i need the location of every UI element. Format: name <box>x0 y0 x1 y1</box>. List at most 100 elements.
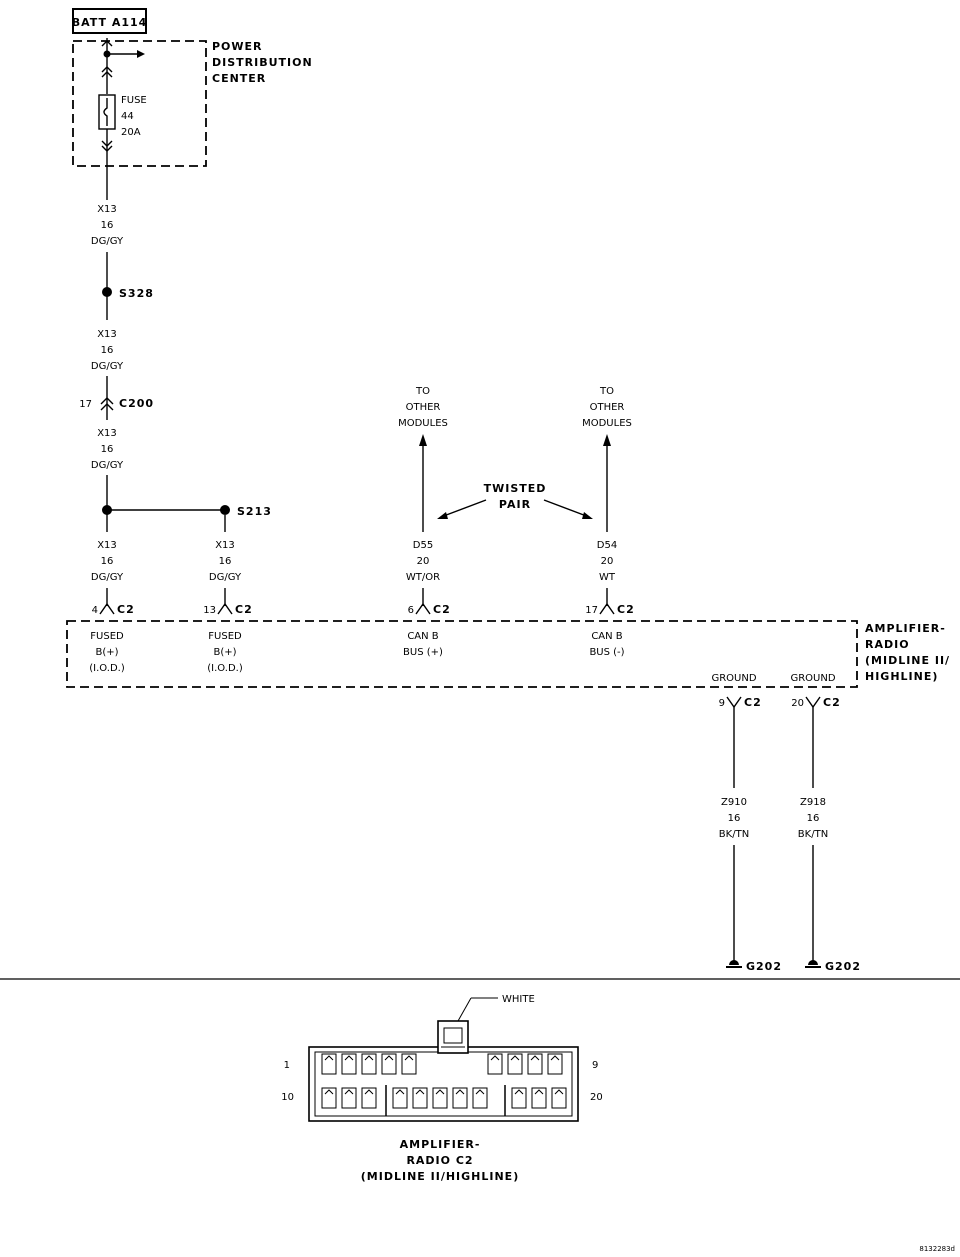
wire-color: DG/GY <box>91 572 124 583</box>
to-modules-2: OTHER <box>590 402 625 413</box>
cavity-latch-icon <box>435 1089 445 1095</box>
twisted-pair-2: PAIR <box>499 498 531 511</box>
wire-code: X13 <box>97 540 117 551</box>
twisted-pointer <box>543 499 590 518</box>
arrow-icon <box>437 512 448 519</box>
pdc-name-2: DISTRIBUTION <box>212 56 313 69</box>
cavity-latch-icon <box>364 1089 374 1095</box>
ground-g202-label: G202 <box>825 960 861 973</box>
wire-color: DG/GY <box>91 460 124 471</box>
module-name-4: HIGHLINE) <box>865 670 938 683</box>
pin-9-number: 9 <box>719 698 725 709</box>
pin-function: FUSED <box>90 631 124 642</box>
pin-13-number: 13 <box>203 605 216 616</box>
module-name-2: RADIO <box>865 638 910 651</box>
connector-chevron-icon <box>101 66 113 78</box>
pin-function: BUS (-) <box>589 647 624 658</box>
c2-pin-icon <box>99 602 115 615</box>
twisted-pair-1: TWISTED <box>484 482 547 495</box>
pin-cavity <box>321 1053 337 1075</box>
wire-gauge: 16 <box>101 220 114 231</box>
pdc-name-3: CENTER <box>212 72 266 85</box>
pin-cavity <box>392 1087 408 1109</box>
cavity-latch-icon <box>550 1055 560 1061</box>
fuse-label-1: FUSE <box>121 95 147 106</box>
wire-code: D54 <box>597 540 617 551</box>
connector-title-3: (MIDLINE II/HIGHLINE) <box>361 1170 519 1183</box>
wire-gauge: 20 <box>417 556 430 567</box>
connector-color-label: WHITE <box>502 994 535 1005</box>
pin-13-connector: C2 <box>235 603 253 616</box>
wire-code: X13 <box>215 540 235 551</box>
ground-icon <box>808 960 818 965</box>
pin-17-number: 17 <box>585 605 598 616</box>
wire-color: BK/TN <box>719 829 749 840</box>
wire-code: X13 <box>97 329 117 340</box>
battery-box <box>72 8 147 34</box>
pin-4-number: 4 <box>92 605 98 616</box>
module-name-1: AMPLIFIER- <box>865 622 946 635</box>
c200-connector-icon <box>100 397 114 411</box>
fuse-label-3: 20A <box>121 127 141 138</box>
cavity-latch-icon <box>344 1089 354 1095</box>
cavity-latch-icon <box>514 1089 524 1095</box>
pin-4-connector: C2 <box>117 603 135 616</box>
pin-function: GROUND <box>711 673 756 684</box>
cavity-latch-icon <box>534 1089 544 1095</box>
pin-cavity <box>361 1053 377 1075</box>
pin-cavity <box>432 1087 448 1109</box>
wire-color: DG/GY <box>91 361 124 372</box>
pin-20-label: 20 <box>590 1092 603 1103</box>
splice-s213-dot <box>220 505 230 515</box>
pin-cavity <box>361 1087 377 1109</box>
wire-code: Z918 <box>800 797 826 808</box>
cavity-latch-icon <box>364 1055 374 1061</box>
wire-gauge: 16 <box>807 813 820 824</box>
wire-gauge: 16 <box>219 556 232 567</box>
wire-color: WT <box>599 572 616 583</box>
to-modules-1: TO <box>415 386 430 397</box>
pin-function: (I.O.D.) <box>207 663 243 674</box>
pin-function: CAN B <box>591 631 622 642</box>
pin-cavity <box>511 1087 527 1109</box>
up-arrow-icon <box>603 434 611 446</box>
cavity-latch-icon <box>415 1089 425 1095</box>
white-leader <box>457 997 472 1022</box>
fuse-element-icon <box>103 98 108 126</box>
pin-6-connector: C2 <box>433 603 451 616</box>
cavity-latch-icon <box>510 1055 520 1061</box>
pin-function: GROUND <box>790 673 835 684</box>
wire-color: DG/GY <box>209 572 242 583</box>
cavity-latch-icon <box>395 1089 405 1095</box>
up-arrow-icon <box>419 434 427 446</box>
pin-cavity <box>381 1053 397 1075</box>
amplifier-outline <box>66 620 858 688</box>
wire-gauge: 20 <box>601 556 614 567</box>
c2-pin-icon <box>726 696 742 709</box>
to-modules-3: MODULES <box>582 418 632 429</box>
c200-pin: 17 <box>79 399 92 410</box>
cavity-latch-icon <box>324 1089 334 1095</box>
wire-gauge: 16 <box>101 444 114 455</box>
bus-arrow-icon <box>137 50 145 58</box>
pin-cavity <box>341 1087 357 1109</box>
cavity-latch-icon <box>530 1055 540 1061</box>
c2-pin-icon <box>805 696 821 709</box>
cavity-latch-icon <box>384 1055 394 1061</box>
pin-cavities <box>321 1053 567 1109</box>
wire-gauge: 16 <box>101 345 114 356</box>
connector-title-2: RADIO C2 <box>406 1154 473 1167</box>
pin-cavity <box>507 1053 523 1075</box>
ground-g202-label: G202 <box>746 960 782 973</box>
pin-1-label: 1 <box>284 1060 290 1071</box>
c200-label: C200 <box>119 397 154 410</box>
pin-cavity <box>527 1053 543 1075</box>
wire-color: DG/GY <box>91 236 124 247</box>
pdc-outline <box>72 40 207 167</box>
pin-cavity <box>341 1053 357 1075</box>
ground-icon <box>729 960 739 965</box>
pin-function: BUS (+) <box>403 647 443 658</box>
to-modules-2: OTHER <box>406 402 441 413</box>
connector-face-view <box>308 1020 579 1122</box>
pin-function: (I.O.D.) <box>89 663 125 674</box>
